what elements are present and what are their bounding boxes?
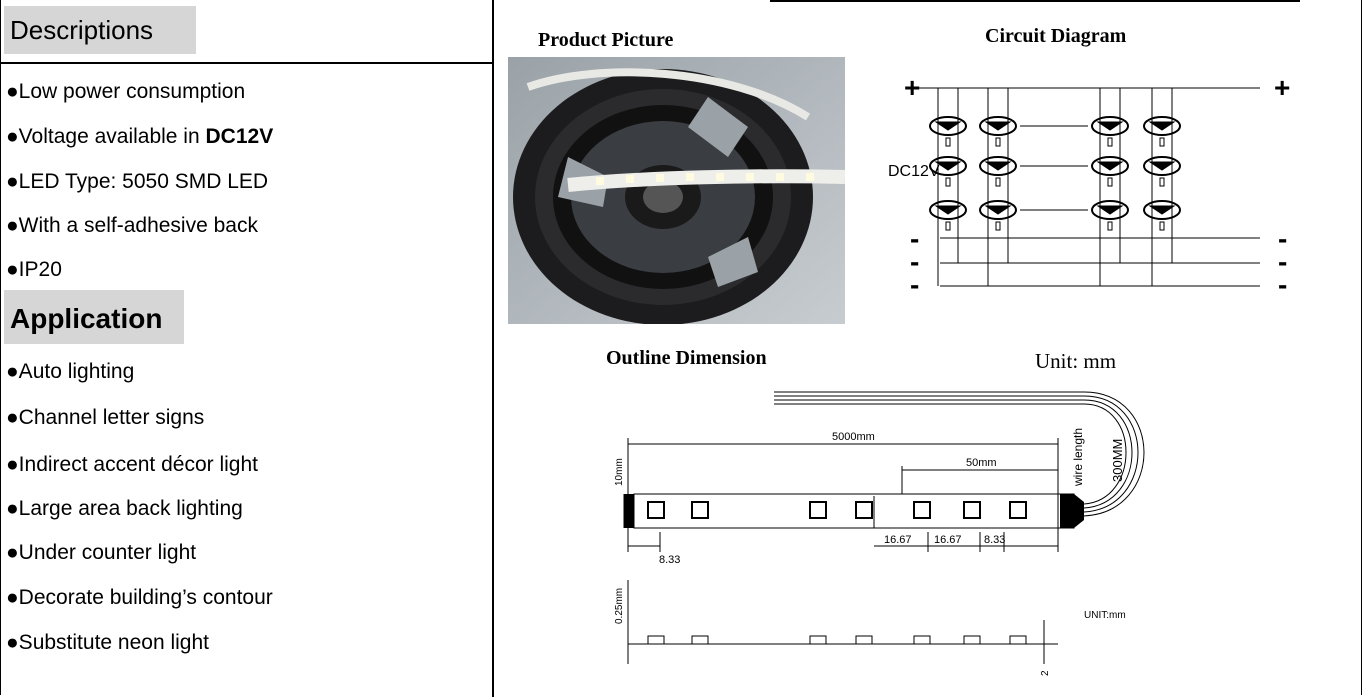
wire-length-label: wire length — [1071, 428, 1085, 487]
application-item: ●Decorate building’s contour — [6, 586, 273, 609]
application-item: ●Channel letter signs — [6, 406, 205, 429]
minus-label: - — [910, 269, 919, 300]
minus-label: - — [910, 246, 919, 277]
column-divider — [492, 0, 494, 697]
unit-label: Unit: mm — [1035, 349, 1117, 373]
description-item: ●IP20 — [6, 258, 62, 281]
wire-length-value: 300MM — [1110, 439, 1125, 482]
left-column: Descriptions ●Low power consumption ●Vol… — [0, 0, 492, 697]
segment-label: 50mm — [966, 457, 997, 469]
minus-label: - — [1278, 269, 1287, 300]
outline-dimension-title: Outline Dimension — [606, 347, 767, 369]
pitch-label: 16.67 — [884, 534, 912, 546]
product-photo — [508, 57, 845, 324]
voltage-value: DC12V — [205, 125, 274, 148]
circuit-diagram-title: Circuit Diagram — [985, 25, 1127, 47]
right-column: Product Picture Circuit Diagram — [494, 0, 1360, 697]
pitch-label: 8.33 — [984, 534, 1005, 546]
voltage-label: DC12V — [888, 163, 940, 180]
thickness-label: 0.25mm — [614, 588, 625, 624]
minus-label: - — [1278, 223, 1287, 254]
application-item: ●Large area back lighting — [6, 497, 243, 520]
pitch-label: 8.33 — [659, 554, 680, 566]
height-label: 2 — [1040, 670, 1051, 676]
plus-right-label: + — [1274, 72, 1290, 103]
unit-small-label: UNIT:mm — [1084, 610, 1126, 621]
application-item: ●Auto lighting — [6, 360, 135, 383]
product-picture-title: Product Picture — [538, 29, 674, 51]
descriptions-heading: Descriptions — [4, 6, 196, 54]
application-item: ●Indirect accent décor light — [6, 453, 258, 476]
application-item: ●Substitute neon light — [6, 631, 209, 654]
width-label: 10mm — [614, 458, 625, 486]
length-label: 5000mm — [832, 431, 875, 443]
description-item: ●Voltage available in DC12V — [6, 125, 273, 149]
description-item: ●Low power consumption — [6, 80, 246, 103]
description-item: ●LED Type: 5050 SMD LED — [6, 170, 269, 193]
outline-drawing: 5000mm 50mm 8.33 16.67 16.67 8.33 UNIT:m… — [614, 391, 1145, 676]
top-rule — [770, 0, 1300, 2]
plus-left-label: + — [904, 72, 920, 103]
circuit-diagram: + + DC12V - - - - - - — [888, 72, 1290, 300]
minus-label: - — [910, 223, 919, 254]
description-item: ●With a self-adhesive back — [6, 214, 258, 237]
minus-label: - — [1278, 246, 1287, 277]
pitch-label: 16.67 — [934, 534, 962, 546]
application-item: ●Under counter light — [6, 541, 197, 564]
description-text: ●Voltage available in — [6, 125, 206, 148]
application-heading: Application — [4, 290, 184, 344]
heading-rule — [0, 62, 492, 64]
